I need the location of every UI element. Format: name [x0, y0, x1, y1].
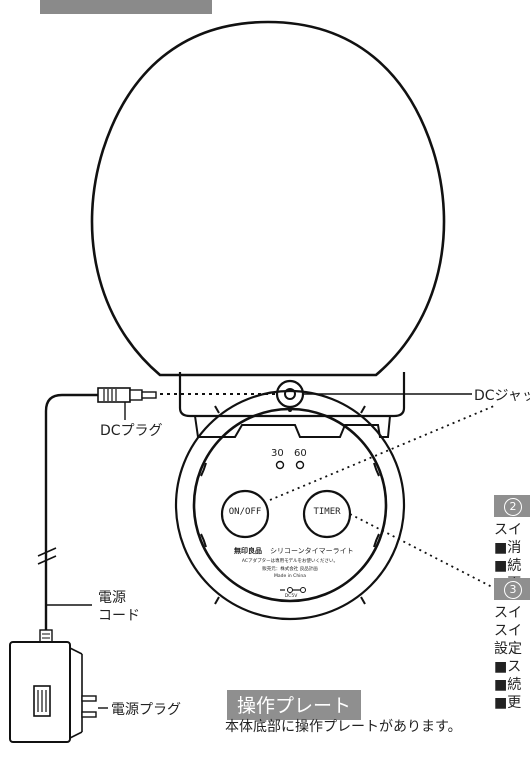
power-cord-label-line1: 電源 [98, 590, 126, 606]
callout-3-line-2: スイ [494, 623, 522, 639]
on-off-button-label: ON/OFF [228, 507, 262, 517]
origin-label: Made in China [273, 574, 307, 579]
voltage-label: DC5V [284, 594, 298, 599]
callout-3-line-1: スイ [494, 605, 522, 621]
lamp-base [178, 372, 406, 418]
operation-plate [174, 389, 406, 621]
lamp-shade [90, 20, 446, 377]
timer-60-label: 60 [294, 448, 307, 459]
dc-jack-outer [275, 379, 305, 409]
operation-plate-title: 操作プレート [227, 690, 362, 720]
dc-jack-label: DCジャック [474, 388, 530, 404]
on-off-button [220, 489, 270, 539]
callout-2-number: 2 [504, 498, 522, 516]
dc-plug [97, 387, 157, 403]
dc-jack-inner [284, 388, 296, 400]
seller-label: 販売元：株式会社 良品計画 [262, 567, 318, 572]
callout-3-line-5: ■続 [494, 677, 522, 693]
power-adapter [9, 641, 97, 743]
adapter-note-label: ACアダプターは専用モデルをお使いください。 [241, 559, 339, 564]
timer-button-label: TIMER [313, 507, 341, 517]
callout-2-line-3: ■続 [494, 558, 522, 574]
callout-2-badge: 2 [494, 495, 530, 517]
power-cord-label-line2: コード [98, 608, 140, 624]
timer-30-label: 30 [271, 448, 284, 459]
top-header-tab [40, 0, 212, 14]
product-name-label: シリコーンタイマーライト [270, 547, 354, 555]
indicator-60 [295, 460, 305, 470]
brand-label: 無印良品 [234, 547, 262, 555]
indicator-30 [275, 460, 285, 470]
callout-2-line-1: スイ [494, 522, 522, 538]
callout-3-line-6: ■更 [494, 695, 522, 711]
callout-3-badge: 3 [494, 578, 530, 600]
operation-plate-caption: 本体底部に操作プレートがあります。 [225, 719, 462, 735]
callout-3-text: スイ スイ 設定 ■ス ■続 ■更 [494, 604, 522, 712]
callout-3-number: 3 [504, 581, 522, 599]
callout-2-line-2: ■消 [494, 540, 522, 556]
power-plug-label: 電源プラグ [111, 702, 181, 718]
power-cord [44, 393, 98, 632]
dc-plug-label: DCプラグ [100, 423, 163, 439]
callout-3-line-3: 設定 [494, 641, 522, 657]
callout-3-line-4: ■ス [494, 659, 522, 675]
